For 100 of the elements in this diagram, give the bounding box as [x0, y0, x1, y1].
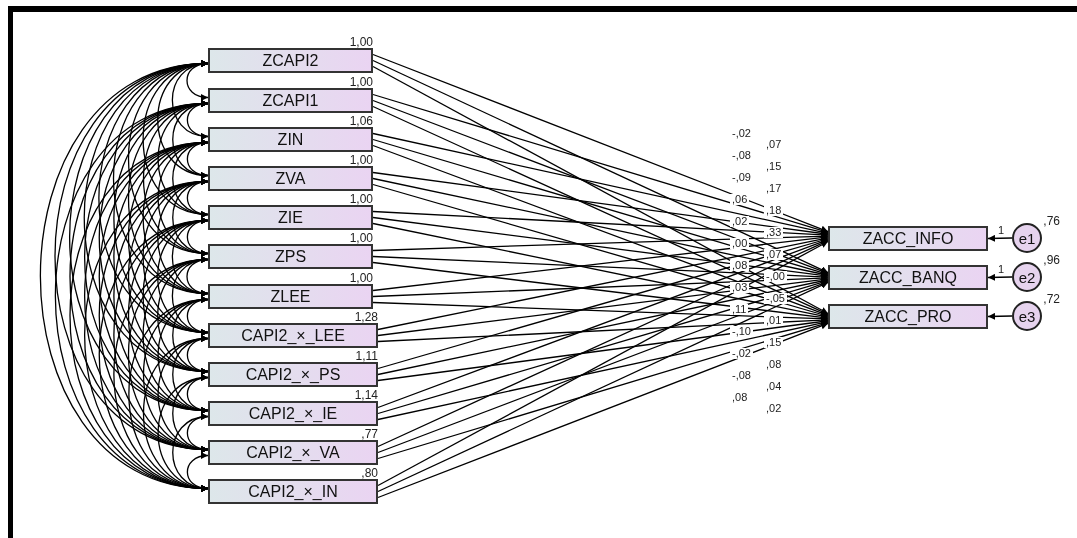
coefficient-label: -,02 [730, 128, 753, 139]
variable-name: ZCAPI2 [262, 51, 319, 70]
path-arrow [372, 144, 829, 317]
path-arrow [377, 238, 829, 409]
path-arrow [377, 322, 829, 499]
path-arrow [372, 222, 829, 320]
path-arrow [372, 183, 829, 318]
path-arrow [372, 93, 829, 234]
variable-name: CAPI2_×_PS [245, 365, 341, 384]
variable-name: ZLEE [270, 287, 311, 306]
coefficient-label: ,07 [764, 249, 784, 260]
variance-label: 1,28 [354, 311, 378, 324]
variance-label: ,77 [361, 428, 378, 441]
path-arrow [987, 312, 1013, 320]
variance-label: 1,00 [349, 76, 373, 89]
variance-label: 1,00 [349, 193, 373, 206]
coefficient-label: -,05 [764, 293, 787, 304]
path-arrow [377, 318, 829, 382]
coefficient-label: ,11 [730, 304, 749, 315]
path-arrow [372, 138, 829, 276]
path-arrow [377, 321, 829, 460]
coefficient-label: ,15 [764, 337, 784, 348]
path-arrow [372, 216, 829, 279]
variable-name: ZACC_PRO [864, 307, 952, 326]
coefficient-label: -,02 [730, 348, 753, 359]
variable-name: CAPI2_×_LEE [241, 326, 345, 345]
edge-label: 1 [997, 264, 1006, 276]
coefficient-label: ,04 [764, 381, 784, 392]
path-arrow [377, 237, 829, 370]
variable-name: ZVA [275, 169, 306, 188]
coefficient-label: -,08 [730, 150, 753, 161]
variable-name: ZIE [278, 208, 303, 227]
variance-label: 1,00 [349, 36, 373, 49]
path-arrow [372, 234, 829, 292]
variable-name: ZIN [277, 130, 304, 149]
coefficient-label: ,08 [730, 260, 750, 271]
path-arrow [377, 276, 829, 337]
coefficient-label: ,02 [764, 403, 784, 414]
path-arrow [377, 316, 829, 343]
path-arrow [372, 53, 829, 233]
variance-label: 1,00 [349, 232, 373, 245]
variable-name: CAPI2_×_IN [248, 482, 338, 501]
variable-box [828, 304, 988, 329]
path-arrow [372, 59, 829, 274]
variance-label: ,72 [1043, 293, 1060, 306]
path-arrow [372, 232, 829, 252]
variable-name: ZACC_BANQ [859, 268, 957, 287]
coefficient-label: ,06 [730, 194, 750, 205]
path-arrow [372, 171, 829, 237]
error-name: e2 [1018, 268, 1036, 286]
path-arrow [377, 280, 829, 454]
variable-name: ZCAPI1 [262, 91, 319, 110]
variable-name: ZACC_INFO [862, 229, 954, 248]
coefficient-label: ,08 [730, 392, 750, 403]
coefficient-label: ,03 [730, 282, 750, 293]
edge-label: 1 [997, 225, 1006, 237]
error-name: e3 [1018, 307, 1036, 325]
path-arrow [372, 261, 829, 321]
variable-name: CAPI2_×_VA [246, 443, 340, 462]
coefficient-label: ,33 [764, 227, 784, 238]
variable-name: ZPS [274, 247, 307, 266]
coefficient-label: ,07 [764, 139, 784, 150]
variance-label: ,80 [361, 467, 378, 480]
variance-label: 1,06 [349, 115, 373, 128]
path-arrow [372, 99, 829, 275]
path-arrow [987, 234, 1013, 242]
coefficient-label: ,15 [764, 161, 784, 172]
coefficient-label: -,09 [730, 172, 753, 183]
path-arrow [377, 319, 829, 421]
path-arrow [372, 105, 829, 316]
path-arrow [987, 273, 1013, 281]
coefficient-label: ,18 [764, 205, 784, 216]
path-arrow [372, 65, 829, 315]
coefficient-label: ,02 [730, 216, 750, 227]
path-arrow [377, 239, 829, 448]
coefficient-label: -,08 [730, 370, 753, 381]
variance-label: 1,11 [355, 350, 378, 363]
variance-label: ,96 [1043, 254, 1060, 267]
variable-box [828, 226, 988, 251]
path-arrow [377, 279, 829, 415]
path-arrow [372, 274, 829, 298]
path-arrow [372, 177, 829, 278]
variance-label: 1,00 [349, 154, 373, 167]
coefficient-label: ,01 [764, 315, 784, 326]
coefficient-label: -,10 [730, 326, 753, 337]
covariance-arrow [98, 218, 209, 491]
variance-label: 1,14 [354, 389, 378, 402]
path-arrow [377, 235, 829, 331]
path-arrow [372, 132, 829, 236]
error-name: e1 [1018, 229, 1036, 247]
path-arrow [377, 277, 829, 376]
variance-label: 1,00 [349, 272, 373, 285]
path-arrow [377, 240, 829, 487]
coefficient-label: ,00 [730, 238, 750, 249]
variable-name: CAPI2_×_IE [248, 404, 338, 423]
variable-box [828, 265, 988, 290]
coefficient-label: ,08 [764, 359, 784, 370]
coefficient-label: ,17 [764, 183, 784, 194]
coefficient-label: -,00 [764, 271, 787, 282]
path-arrow [377, 281, 829, 493]
